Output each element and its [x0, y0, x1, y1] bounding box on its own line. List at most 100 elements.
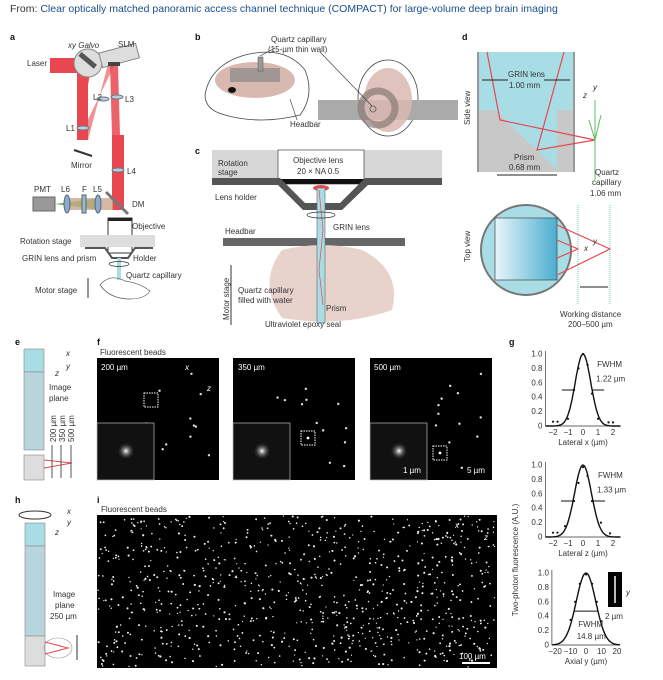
bead-dot: [304, 387, 308, 391]
bead-dot: [300, 558, 302, 561]
headbar-c: [223, 238, 405, 246]
bead-dot: [352, 617, 355, 620]
bead-dot: [354, 599, 357, 601]
bead-dot: [140, 638, 143, 641]
data-point: [578, 582, 581, 585]
x-tick-label: −2: [548, 428, 558, 437]
bead-dot: [417, 574, 420, 577]
bead-dot: [235, 576, 238, 579]
bead-dot: [350, 660, 352, 663]
bead-dot: [165, 527, 167, 529]
bead-dot: [431, 592, 434, 595]
label-holder: Holder: [133, 254, 157, 263]
bead-dot: [219, 523, 222, 526]
panel-label-c: c: [195, 146, 200, 156]
bead-dot: [196, 644, 199, 647]
bead-dot: [236, 563, 238, 565]
axis-e-z: z: [54, 369, 59, 378]
bead-dot: [129, 581, 131, 583]
bead-dot: [451, 556, 454, 559]
bead-dot: [466, 537, 469, 540]
bead-dot: [154, 647, 156, 649]
bead-dot: [356, 607, 358, 610]
article-title-link[interactable]: Clear optically matched panoramic access…: [40, 3, 558, 15]
bead-dot: [487, 571, 489, 574]
data-point: [569, 618, 572, 621]
bead-dot: [112, 557, 115, 560]
bead-dot: [314, 576, 317, 578]
bead-dot: [477, 552, 480, 554]
bead-dot: [163, 525, 166, 528]
panel-label-e: e: [15, 337, 20, 347]
inset-bead: [117, 442, 135, 460]
bead-dot: [460, 529, 463, 532]
bead-dot: [204, 558, 207, 560]
bead-dot: [105, 549, 107, 551]
bead-dot: [107, 560, 110, 562]
bead-dot: [215, 629, 217, 632]
bead-dot: [445, 645, 448, 647]
bead-dot: [435, 537, 438, 541]
bead-dot: [450, 599, 452, 602]
bead-dot: [344, 546, 346, 549]
bead-dot: [142, 550, 145, 552]
axis-i-z: z: [483, 533, 488, 542]
bead-dot: [196, 548, 199, 551]
bead-dot: [336, 624, 339, 627]
bead-dot: [453, 639, 456, 642]
bead-dot: [165, 659, 168, 662]
data-point: [572, 499, 576, 503]
bead-dot: [319, 536, 322, 539]
bead-dot: [474, 620, 476, 623]
bead-dot: [160, 549, 163, 552]
bead-dot: [143, 579, 145, 581]
bead-dot: [240, 581, 242, 583]
panel-d-prism-geometry: d Side view Top view GRIN lens 1.00 mm P…: [462, 32, 622, 329]
bead-dot: [448, 519, 451, 522]
bead-dot: [150, 545, 153, 548]
panel-label-d: d: [462, 32, 468, 42]
data-point: [556, 420, 559, 423]
bead-dot: [151, 532, 153, 535]
bead-dot: [123, 518, 126, 521]
bead-dot: [114, 529, 117, 532]
bead-dot: [154, 652, 157, 654]
bead-dot: [372, 618, 375, 620]
bead-dot: [427, 521, 429, 524]
label-c-water: filled with water: [238, 296, 293, 305]
fwhm-label: FWHM: [598, 471, 623, 480]
bead-dot: [446, 532, 448, 535]
bead-dot: [171, 625, 173, 628]
scale-f-main: 5 µm: [467, 466, 485, 475]
bead-dot: [397, 531, 400, 534]
bead-dot: [331, 611, 334, 614]
bead-dot: [243, 602, 247, 605]
bead-dot: [266, 527, 269, 530]
bead-dot: [414, 631, 416, 633]
bead-dot: [194, 549, 197, 552]
bead-dot: [257, 589, 260, 592]
data-point: [577, 481, 580, 485]
bead-dot: [451, 539, 453, 541]
bead-dot: [423, 571, 426, 574]
source-prefix: From:: [10, 3, 38, 15]
bead-dot: [328, 461, 332, 465]
bead-dot: [159, 655, 162, 658]
bead-dot: [449, 536, 452, 539]
bead-dot: [192, 648, 194, 650]
grin-rod: [23, 371, 45, 451]
bead-dot: [474, 659, 477, 661]
bead-dot: [453, 542, 455, 545]
bead-dot: [487, 528, 489, 530]
bead-dot: [102, 521, 105, 524]
label-d-quartz: Quartz: [595, 168, 619, 177]
bead-dot: [390, 640, 393, 643]
bead-dot: [261, 529, 264, 531]
bead-dot: [420, 542, 423, 545]
bead-dot: [485, 569, 487, 571]
bead-dot: [416, 612, 420, 615]
panel-label-g: g: [509, 337, 515, 347]
bead-dot: [361, 607, 364, 610]
bead-dot: [293, 600, 296, 603]
bead-dot: [458, 422, 461, 425]
